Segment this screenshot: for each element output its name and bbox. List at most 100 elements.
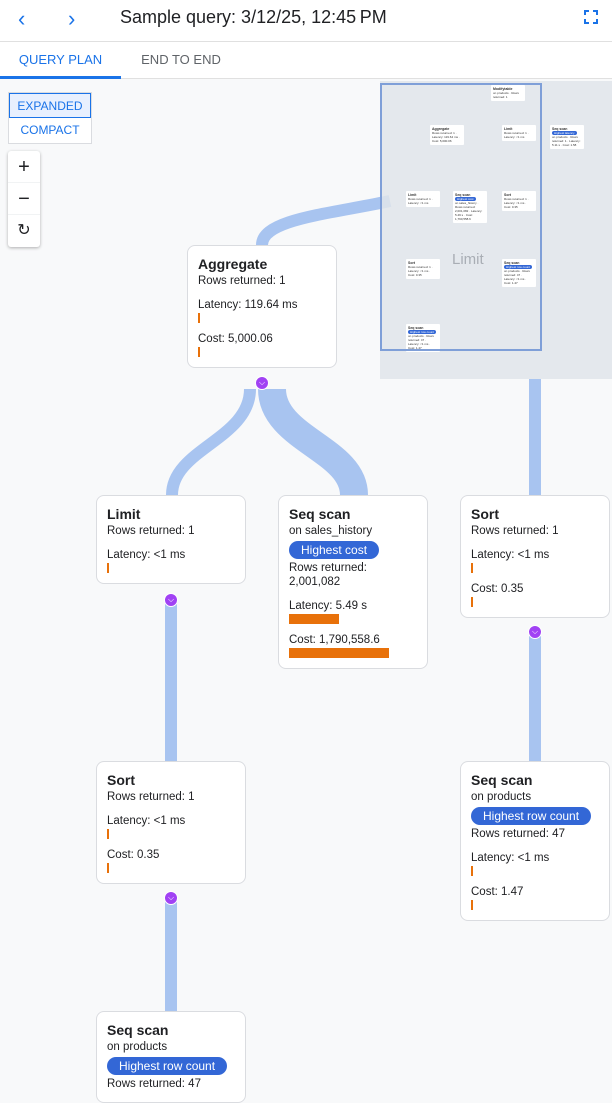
cost-bar — [471, 597, 473, 607]
tab-query-plan[interactable]: QUERY PLAN — [0, 42, 121, 79]
minimap-node-badge: Highest latency — [552, 131, 577, 135]
node-stat: Latency: <1 ms — [471, 852, 550, 864]
page-title: Sample query: 3/12/25, 12:45 PM — [120, 7, 387, 27]
node-stat: Rows returned: 1 — [107, 791, 195, 803]
node-title: Sort — [471, 506, 499, 522]
minimap-node-title: Seq scan — [455, 193, 471, 197]
spacer — [107, 839, 235, 849]
minimap-node-text: on products · Rows returned: 1 · Latency… — [552, 135, 581, 147]
zoom-in-button[interactable]: + — [8, 151, 40, 183]
minimap-node-text: Rows returned: 1 · Latency: <1 ms · Cost… — [504, 197, 529, 209]
compact-button[interactable]: COMPACT — [20, 123, 80, 137]
minimap-node-title: Seq scan — [504, 261, 520, 265]
ghost-text: Limit — [452, 251, 484, 268]
spacer — [198, 289, 326, 299]
node-title: Aggregate — [198, 256, 268, 272]
minimap-node-title: Sort — [504, 193, 511, 197]
node-badge: Highest row count — [107, 1057, 228, 1075]
minimap-node-badge: Highest row count — [408, 330, 437, 334]
expand-chevron-icon[interactable]: ⌵ — [164, 891, 178, 905]
node-stat: Rows returned: 1 — [198, 275, 286, 287]
chevron-left-icon[interactable]: ‹ — [18, 6, 26, 31]
header: ‹ › Sample query: 3/12/25, 12:45 PM — [0, 0, 612, 42]
minimap-node-text: on products · Rows returned: 1 — [493, 91, 519, 99]
cost-bar — [198, 347, 200, 357]
spacer — [471, 876, 599, 886]
zoom-out-button[interactable]: − — [8, 183, 40, 215]
minimap-node-text: Rows returned: 1 · Latency: 119.64 ms · … — [432, 131, 460, 143]
tab-end-to-end[interactable]: END TO END — [141, 52, 221, 67]
node-subtitle: on sales_history — [289, 525, 373, 537]
minimap-node-text: on products · Rows returned: 47 · Latenc… — [408, 334, 434, 350]
latency-bar — [107, 829, 109, 839]
node-stat: 2,001,082 — [289, 576, 341, 588]
expanded-button[interactable]: EXPANDED — [9, 93, 91, 118]
expand-chevron-icon[interactable]: ⌵ — [164, 593, 178, 607]
node-stat: Rows returned: — [289, 562, 367, 574]
spacer — [198, 323, 326, 333]
node-badge: Highest row count — [471, 807, 592, 825]
node-title: Sort — [107, 772, 135, 788]
minimap-node-title: Seq scan — [552, 127, 568, 131]
node-stat: Latency: <1 ms — [107, 549, 186, 561]
minimap-node-title: Aggregate — [432, 127, 450, 131]
cost-bar — [107, 863, 109, 873]
link-aggregate-limit — [166, 388, 256, 496]
chevron-right-icon[interactable]: › — [68, 6, 76, 31]
node-badge: Highest cost — [289, 541, 380, 559]
link-aggregate-seqscan — [258, 387, 368, 497]
node-stat: Rows returned: 1 — [471, 525, 559, 537]
minimap-node-title: Seq scan — [408, 326, 424, 330]
node-stat: Latency: <1 ms — [471, 549, 550, 561]
latency-bar — [289, 614, 339, 624]
minimap-viewport[interactable] — [380, 83, 542, 351]
node-stat: Rows returned: 47 — [471, 828, 565, 840]
node-cost: Cost: 0.35 — [107, 849, 160, 861]
reset-zoom-button[interactable]: ↻ — [17, 222, 31, 239]
latency-bar — [107, 563, 109, 573]
node-cost: Cost: 5,000.06 — [198, 333, 273, 345]
expand-chevron-icon[interactable]: ⌵ — [255, 376, 269, 390]
node-stat: Latency: 5.49 s — [289, 600, 367, 612]
node-cost: Cost: 1.47 — [471, 886, 524, 898]
fullscreen-icon[interactable] — [584, 10, 598, 24]
latency-bar — [471, 866, 473, 876]
node-title: Seq scan — [471, 772, 533, 788]
link-aggregate-parent — [256, 195, 392, 247]
minimap-node-title: Modifytable — [493, 87, 513, 91]
spacer — [471, 539, 599, 549]
spacer — [107, 539, 235, 549]
minimap-node-text: on products · Rows returned: 47 · Latenc… — [504, 269, 530, 285]
tab-bar: QUERY PLAN END TO END — [0, 42, 612, 79]
node-stat: Latency: <1 ms — [107, 815, 186, 827]
spacer — [471, 842, 599, 852]
minimap-node-title: Limit — [408, 193, 417, 197]
node-stat: Rows returned: 47 — [107, 1078, 201, 1090]
node-cost: Cost: 0.35 — [471, 583, 524, 595]
minimap-node-title: Sort — [408, 261, 415, 265]
node-title: Seq scan — [107, 1022, 169, 1038]
minimap-node-text: Rows returned: 1 · Latency: <1 ms — [504, 131, 529, 139]
node-cost: Cost: 1,790,558.6 — [289, 634, 380, 646]
expand-chevron-icon[interactable]: ⌵ — [528, 625, 542, 639]
spacer — [289, 590, 417, 600]
node-subtitle: on products — [471, 791, 532, 803]
plan-links — [165, 195, 541, 1011]
